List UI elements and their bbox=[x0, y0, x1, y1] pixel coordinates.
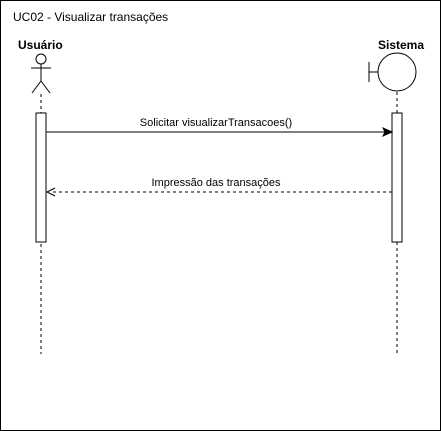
actor-label-sistema: Sistema bbox=[378, 38, 425, 52]
message-label-request: Solicitar visualizarTransacoes() bbox=[139, 117, 293, 129]
diagram-title: UC02 - Visualizar transações bbox=[13, 10, 169, 24]
message-arrow-response bbox=[45, 187, 392, 197]
message-arrow-request bbox=[46, 126, 394, 138]
activation-bar-usuario bbox=[35, 112, 47, 243]
actor-icon bbox=[31, 53, 51, 94]
activation-bar-sistema bbox=[391, 112, 403, 243]
message-label-response: Impressão das transações bbox=[151, 177, 281, 189]
actor-label-usuario: Usuário bbox=[18, 38, 63, 52]
boundary-icon bbox=[368, 52, 417, 92]
